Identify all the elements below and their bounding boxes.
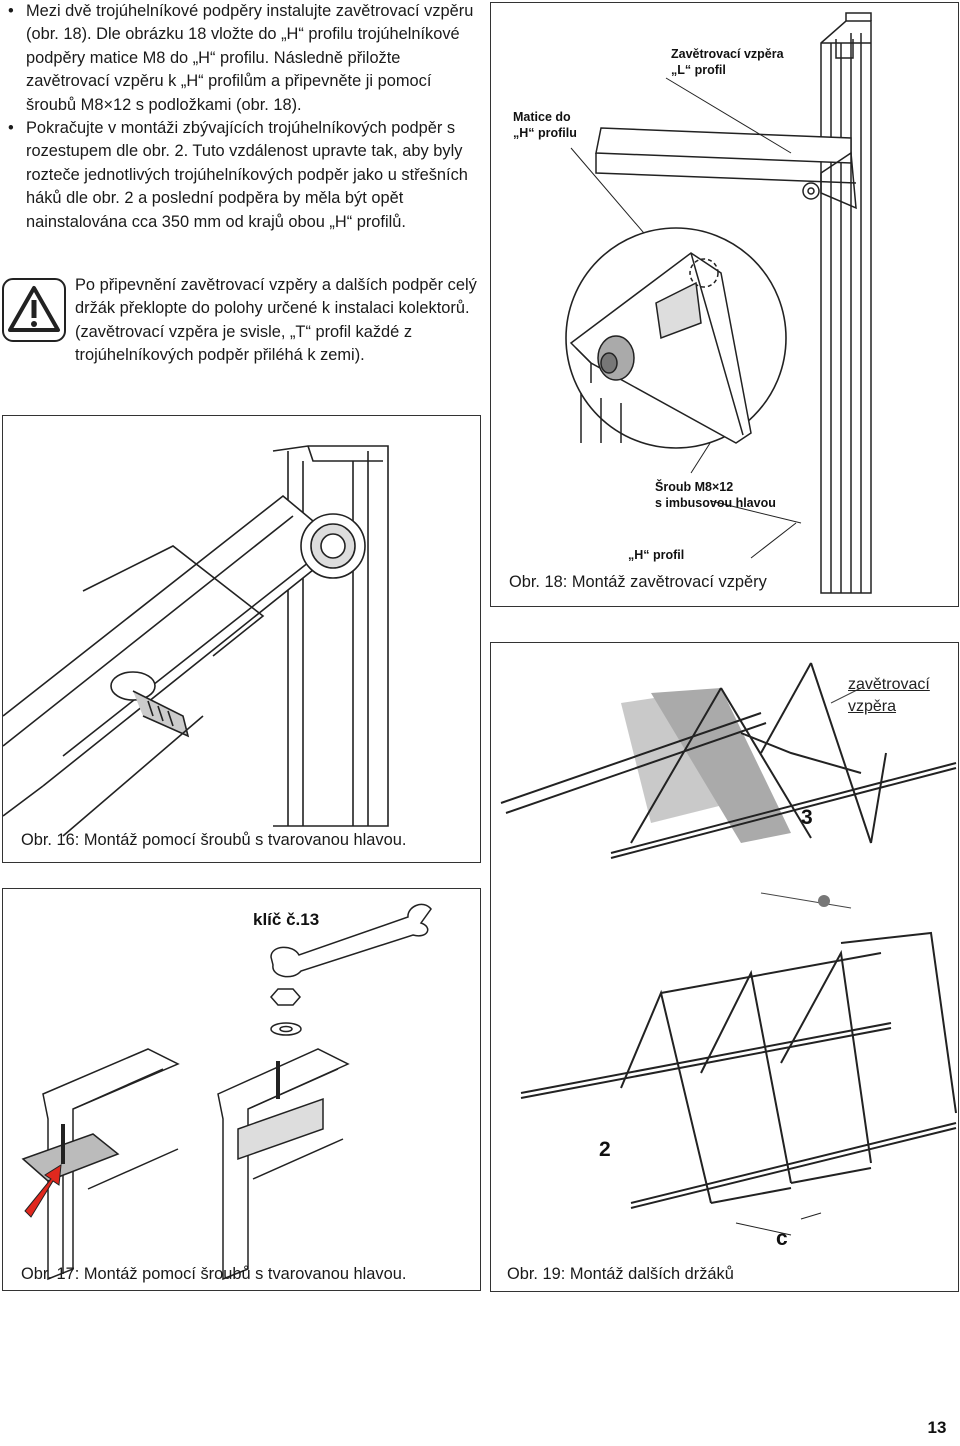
figure-19: zavětrovací vzpěra 3 2 c Obr. 19: Montáž… xyxy=(490,642,959,1292)
label-h-profile: „H“ profil xyxy=(628,548,685,562)
figure-17-caption: Obr. 17: Montáž pomocí šroubů s tvarovan… xyxy=(21,1265,407,1283)
page-number: 13 xyxy=(927,1418,947,1437)
figure-17-drawing xyxy=(21,903,432,1281)
dimension-marker-icon xyxy=(818,895,830,907)
label-wrench: klíč č.13 xyxy=(253,910,320,929)
figure-18-drawing xyxy=(565,12,872,594)
label-brace: zavětrovací vzpěra xyxy=(848,676,930,715)
figure-18: Matice do „H“ profilu Zavětrovací vzpěra… xyxy=(490,2,959,607)
list-item: Mezi dvě trojúhelníkové podpěry instaluj… xyxy=(8,0,483,117)
figure-18-caption: Obr. 18: Montáž zavětrovací vzpěry xyxy=(509,573,767,591)
label-2: 2 xyxy=(599,1138,611,1161)
label-nut: Matice do „H“ profilu xyxy=(513,110,577,140)
instruction-list: Mezi dvě trojúhelníkové podpěry instaluj… xyxy=(8,0,483,234)
label-bolt: Šroub M8×12 s imbusovou hlavou xyxy=(655,480,776,510)
list-item: Pokračujte v montáži zbývajících trojúhe… xyxy=(8,117,483,234)
label-brace: Zavětrovací vzpěra „L“ profil xyxy=(671,47,784,77)
label-c: c xyxy=(776,1227,788,1250)
figure-16-drawing xyxy=(3,445,389,837)
figure-19-caption: Obr. 19: Montáž dalších držáků xyxy=(507,1265,734,1283)
figure-16-caption: Obr. 16: Montáž pomocí šroubů s tvarovan… xyxy=(21,831,407,849)
warning-text: Po připevnění zavětrovací vzpěry a další… xyxy=(75,276,477,365)
warning-triangle-icon xyxy=(2,278,66,342)
arrow-icon xyxy=(24,1164,62,1218)
label-3: 3 xyxy=(801,806,813,829)
figure-17: Obr. 17: Montáž pomocí šroubů s tvarovan… xyxy=(2,888,481,1291)
figure-19-drawing xyxy=(500,662,957,1236)
figure-16: Obr. 16: Montáž pomocí šroubů s tvarovan… xyxy=(2,415,481,863)
